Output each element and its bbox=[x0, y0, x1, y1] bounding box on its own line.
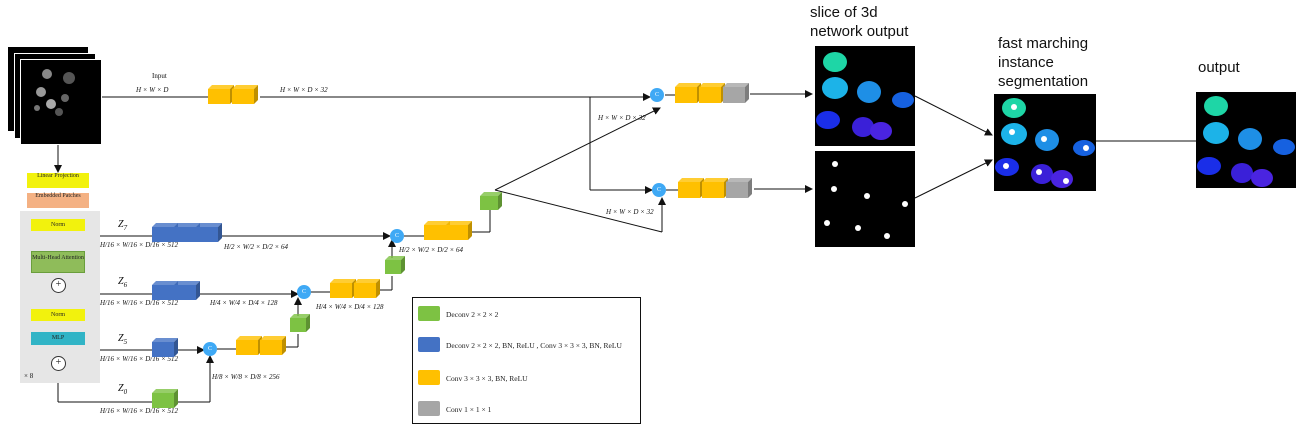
final-output-slice bbox=[1196, 92, 1296, 188]
conv-block-z6-2 bbox=[354, 279, 380, 298]
norm-block-1: Norm bbox=[31, 219, 85, 231]
mlp-block: MLP bbox=[31, 332, 85, 345]
z0-label: Z0 bbox=[118, 383, 128, 396]
z6-label: Z6 bbox=[118, 276, 128, 289]
conv-block-z6-1 bbox=[330, 279, 356, 298]
z5-out-dims: H/8 × W/8 × D/8 × 256 bbox=[212, 373, 280, 381]
final-output-image bbox=[1197, 96, 1295, 187]
fmm-segmentation-slice bbox=[994, 94, 1096, 191]
up-dims-2: H/2 × W/2 × D/2 × 64 bbox=[399, 246, 463, 254]
conv-block-head2-2 bbox=[702, 178, 728, 198]
repeat-label: × 8 bbox=[24, 372, 34, 380]
z5-dims: H/16 × W/16 × D/16 × 512 bbox=[100, 355, 178, 363]
legend-yellow-swatch bbox=[418, 370, 440, 385]
deconv-green-z5 bbox=[290, 314, 310, 332]
deconv-green-z6 bbox=[385, 256, 405, 274]
deconv-green-z0 bbox=[152, 389, 178, 408]
output-heading: output bbox=[1198, 59, 1240, 76]
fmm-segmentation-image bbox=[995, 98, 1095, 188]
conv-block-top-1 bbox=[208, 85, 234, 104]
seed-points-slice bbox=[815, 151, 915, 247]
conv1x1-block-head2 bbox=[726, 178, 752, 198]
legend-item-1: Deconv 2 × 2 × 2 bbox=[446, 310, 499, 319]
z7-label: Z7 bbox=[118, 219, 128, 232]
seed-points-image bbox=[824, 161, 908, 239]
z5-label: Z5 bbox=[118, 333, 128, 346]
z6-dims: H/16 × W/16 × D/16 × 512 bbox=[100, 299, 178, 307]
residual-add-1: + bbox=[51, 278, 66, 293]
legend-item-4: Conv 1 × 1 × 1 bbox=[446, 405, 492, 414]
conv-block-head1-2 bbox=[699, 83, 725, 103]
legend-blue-swatch bbox=[418, 337, 440, 352]
network-output-image bbox=[816, 52, 914, 140]
conv-block-top-2 bbox=[232, 85, 258, 104]
conv-block-z7-2 bbox=[446, 221, 472, 240]
z7-dims: H/16 × W/16 × D/16 × 512 bbox=[100, 241, 178, 249]
z6-out-dims: H/4 × W/4 × D/4 × 128 bbox=[210, 299, 278, 307]
residual-add-2: + bbox=[51, 356, 66, 371]
conv-block-head1-1 bbox=[675, 83, 701, 103]
concat-node-z7: C bbox=[390, 229, 404, 243]
transformer-encoder-box bbox=[20, 211, 100, 383]
input-image bbox=[20, 59, 102, 145]
legend-item-3: Conv 3 × 3 × 3, BN, ReLU bbox=[446, 374, 528, 383]
z0-dims: H/16 × W/16 × D/16 × 512 bbox=[100, 407, 178, 415]
legend-gray-swatch bbox=[418, 401, 440, 416]
conv-block-z5-1 bbox=[236, 336, 262, 355]
conv1x1-block-head1 bbox=[723, 83, 749, 103]
embedded-patches-block: Embedded Patches bbox=[27, 193, 89, 208]
deconv-block-z7-3 bbox=[196, 223, 222, 242]
concat-node-z5: C bbox=[203, 342, 217, 356]
concat-node-z6: C bbox=[297, 285, 311, 299]
conv-block-head2-1 bbox=[678, 178, 704, 198]
deconv-green-final bbox=[480, 192, 502, 210]
up-dims-1: H/4 × W/4 × D/4 × 128 bbox=[316, 303, 384, 311]
concat-dims-1: H × W × D × 32 bbox=[598, 114, 646, 122]
linear-projection-block: Linear Projection bbox=[27, 173, 89, 188]
legend-item-2: Deconv 2 × 2 × 2, BN, ReLU , Conv 3 × 3 … bbox=[446, 341, 622, 350]
multi-head-attention-block: Multi-Head Attention bbox=[31, 251, 85, 273]
input-image-content bbox=[34, 69, 75, 116]
legend-green-swatch bbox=[418, 306, 440, 321]
input-dims: H × W × D bbox=[136, 86, 169, 94]
z7-out-dims: H/2 × W/2 × D/2 × 64 bbox=[224, 243, 288, 251]
concat-node-lower: C bbox=[652, 183, 666, 197]
legend-box: Deconv 2 × 2 × 2 Deconv 2 × 2 × 2, BN, R… bbox=[412, 297, 641, 424]
top-path-dims: H × W × D × 32 bbox=[280, 86, 328, 94]
conv-block-z5-2 bbox=[260, 336, 286, 355]
concat-node-top: C bbox=[650, 88, 664, 102]
input-label: Input bbox=[152, 72, 167, 80]
deconv-block-z5 bbox=[152, 338, 178, 357]
network-output-slice bbox=[815, 46, 915, 146]
deconv-block-z6-2 bbox=[174, 281, 200, 300]
norm-block-2: Norm bbox=[31, 309, 85, 321]
concat-dims-2: H × W × D × 32 bbox=[606, 208, 654, 216]
